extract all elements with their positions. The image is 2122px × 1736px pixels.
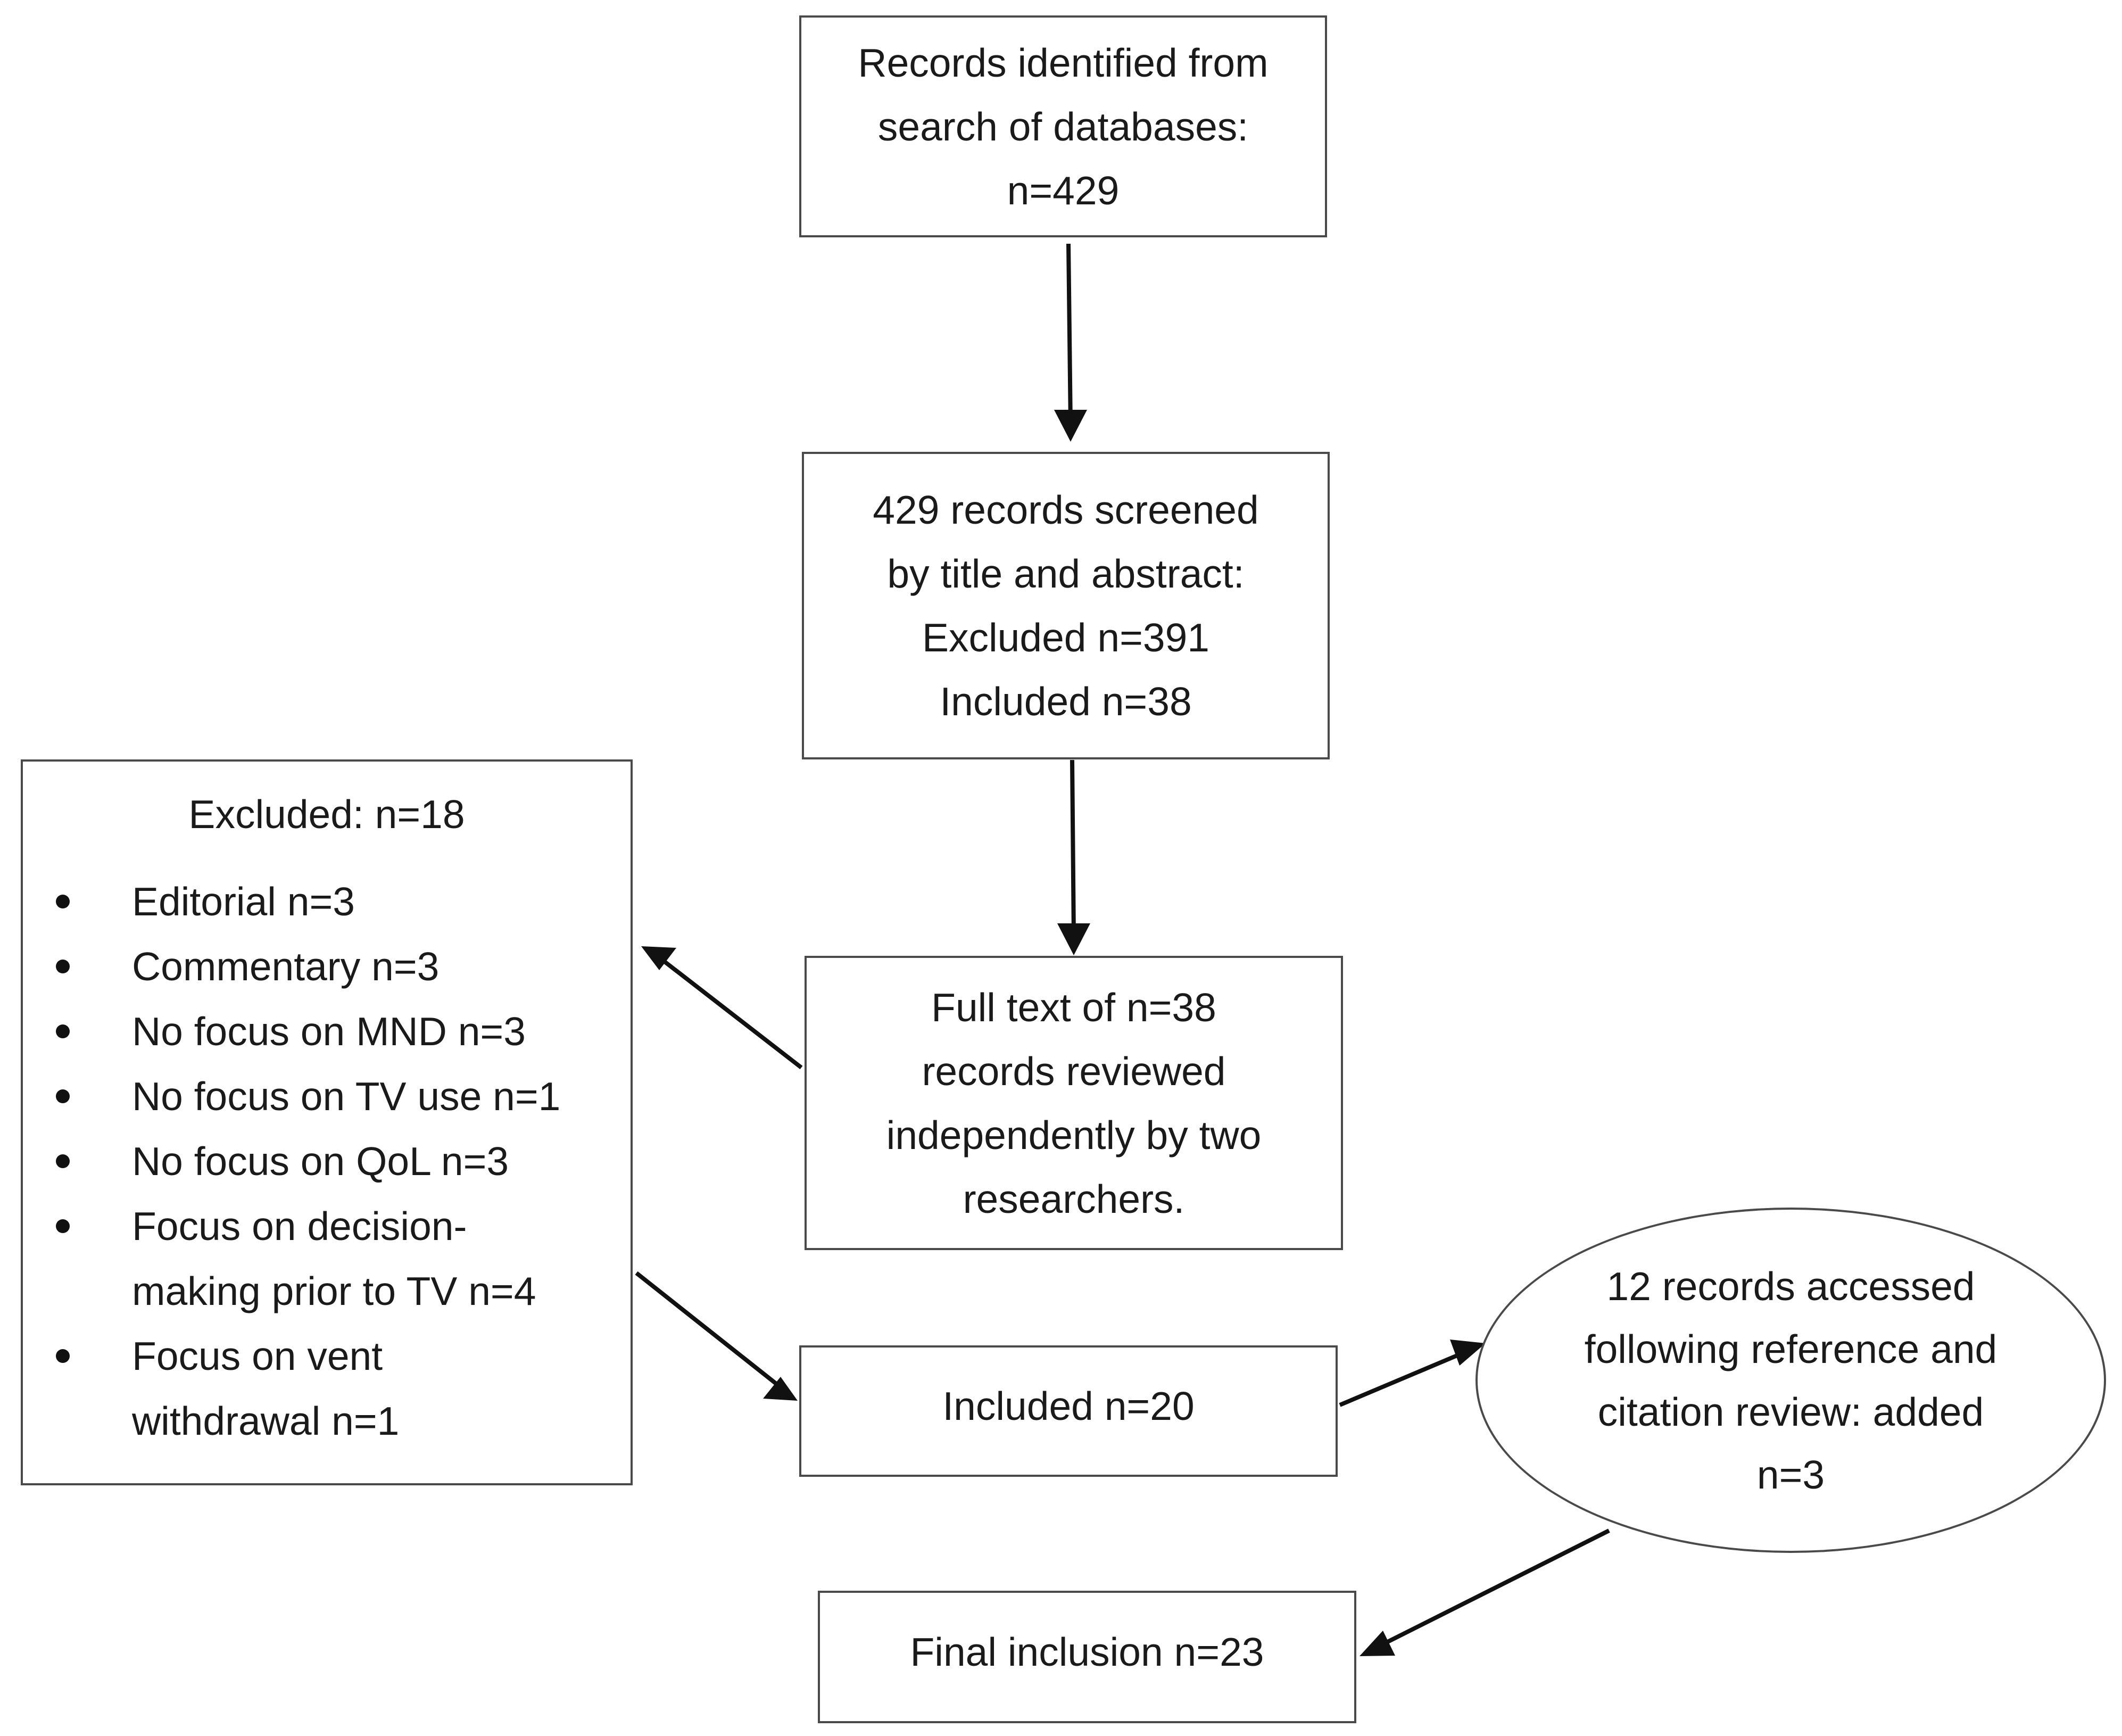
arrowhead-identified-to-screened	[1054, 410, 1087, 442]
arrow-reference-review-to-final	[1377, 1528, 1610, 1649]
arrowhead-fulltext-to-excluded	[641, 946, 676, 970]
exclusion-reason-item: No focus on QoL n=3	[23, 1129, 631, 1194]
exclusion-reason-text: No focus on TV use n=1	[132, 1074, 561, 1119]
excluded-heading: Excluded: n=18	[188, 792, 465, 837]
exclusion-reason-item: No focus on MND n=3	[23, 999, 631, 1064]
exclusion-reason-item: Focus on decision- making prior to TV n=…	[23, 1194, 631, 1324]
bullet-icon	[56, 1154, 70, 1168]
arrowhead-excluded-to-included	[763, 1377, 798, 1401]
full-text-review-line: independently by two	[886, 1112, 1262, 1158]
excluded-records-box: Excluded: n=18 Editorial n=3 Commentary …	[21, 759, 633, 1485]
included-line: Included n=20	[942, 1383, 1195, 1428]
exclusion-reason-text: making prior to TV n=4	[132, 1269, 536, 1313]
arrowhead-reference-review-to-final	[1360, 1631, 1395, 1656]
arrow-fulltext-to-excluded	[658, 956, 803, 1070]
exclusion-reason-item: Editorial n=3	[23, 869, 631, 934]
reference-review-line: 12 records accessed	[1606, 1263, 1975, 1309]
records-screened-line: by title and abstract:	[887, 551, 1245, 596]
full-text-review-line: researchers.	[963, 1176, 1185, 1221]
records-screened-line: Included n=38	[940, 679, 1192, 724]
full-text-review-line: records reviewed	[922, 1048, 1226, 1094]
exclusion-reason-text: Focus on vent	[132, 1334, 383, 1378]
exclusion-reason-text: No focus on MND n=3	[132, 1009, 526, 1054]
records-screened-box: 429 records screened by title and abstra…	[802, 452, 1330, 759]
bullet-icon	[56, 1349, 70, 1363]
records-identified-box: Records identified from search of databa…	[799, 15, 1327, 237]
final-inclusion-line: Final inclusion n=23	[910, 1629, 1264, 1674]
exclusion-reason-text: Focus on decision-	[132, 1204, 467, 1249]
included-box: Included n=20	[799, 1345, 1338, 1477]
exclusion-reason-text: withdrawal n=1	[132, 1399, 400, 1443]
reference-review-line: following reference and	[1584, 1326, 1997, 1371]
exclusion-reason-item: No focus on TV use n=1	[23, 1064, 631, 1129]
arrowhead-included-to-reference-review	[1450, 1340, 1486, 1366]
full-text-review-box: Full text of n=38 records reviewed indep…	[805, 956, 1343, 1250]
records-identified-line: Records identified from	[858, 40, 1269, 85]
arrow-identified-to-screened	[1066, 243, 1073, 426]
exclusion-reason-text: Commentary n=3	[132, 944, 440, 989]
arrow-screened-to-fulltext	[1070, 759, 1076, 937]
exclusion-reason-text: No focus on QoL n=3	[132, 1139, 509, 1184]
bullet-icon	[56, 1024, 70, 1038]
full-text-review-line: Full text of n=38	[931, 985, 1216, 1030]
exclusion-reason-list: Editorial n=3 Commentary n=3 No focus on…	[23, 869, 631, 1453]
bullet-icon	[56, 1219, 70, 1233]
arrow-included-to-reference-review	[1339, 1350, 1467, 1407]
arrow-excluded-to-included	[635, 1271, 781, 1388]
records-identified-line: search of databases:	[877, 104, 1249, 149]
exclusion-reason-text: Editorial n=3	[132, 879, 355, 924]
records-screened-line: Excluded n=391	[922, 615, 1209, 660]
exclusion-reason-item: Commentary n=3	[23, 934, 631, 999]
records-screened-line: 429 records screened	[873, 487, 1259, 532]
final-inclusion-box: Final inclusion n=23	[818, 1591, 1356, 1723]
arrowhead-screened-to-fulltext	[1057, 923, 1090, 955]
records-identified-line: n=429	[1007, 168, 1120, 213]
reference-review-ellipse: 12 records accessed following reference …	[1476, 1208, 2106, 1553]
exclusion-reason-item: Focus on vent withdrawal n=1	[23, 1324, 631, 1453]
reference-review-line: n=3	[1756, 1452, 1825, 1497]
reference-review-line: citation review: added	[1597, 1389, 1984, 1434]
bullet-icon	[56, 895, 70, 908]
bullet-icon	[56, 1089, 70, 1103]
bullet-icon	[56, 960, 70, 973]
